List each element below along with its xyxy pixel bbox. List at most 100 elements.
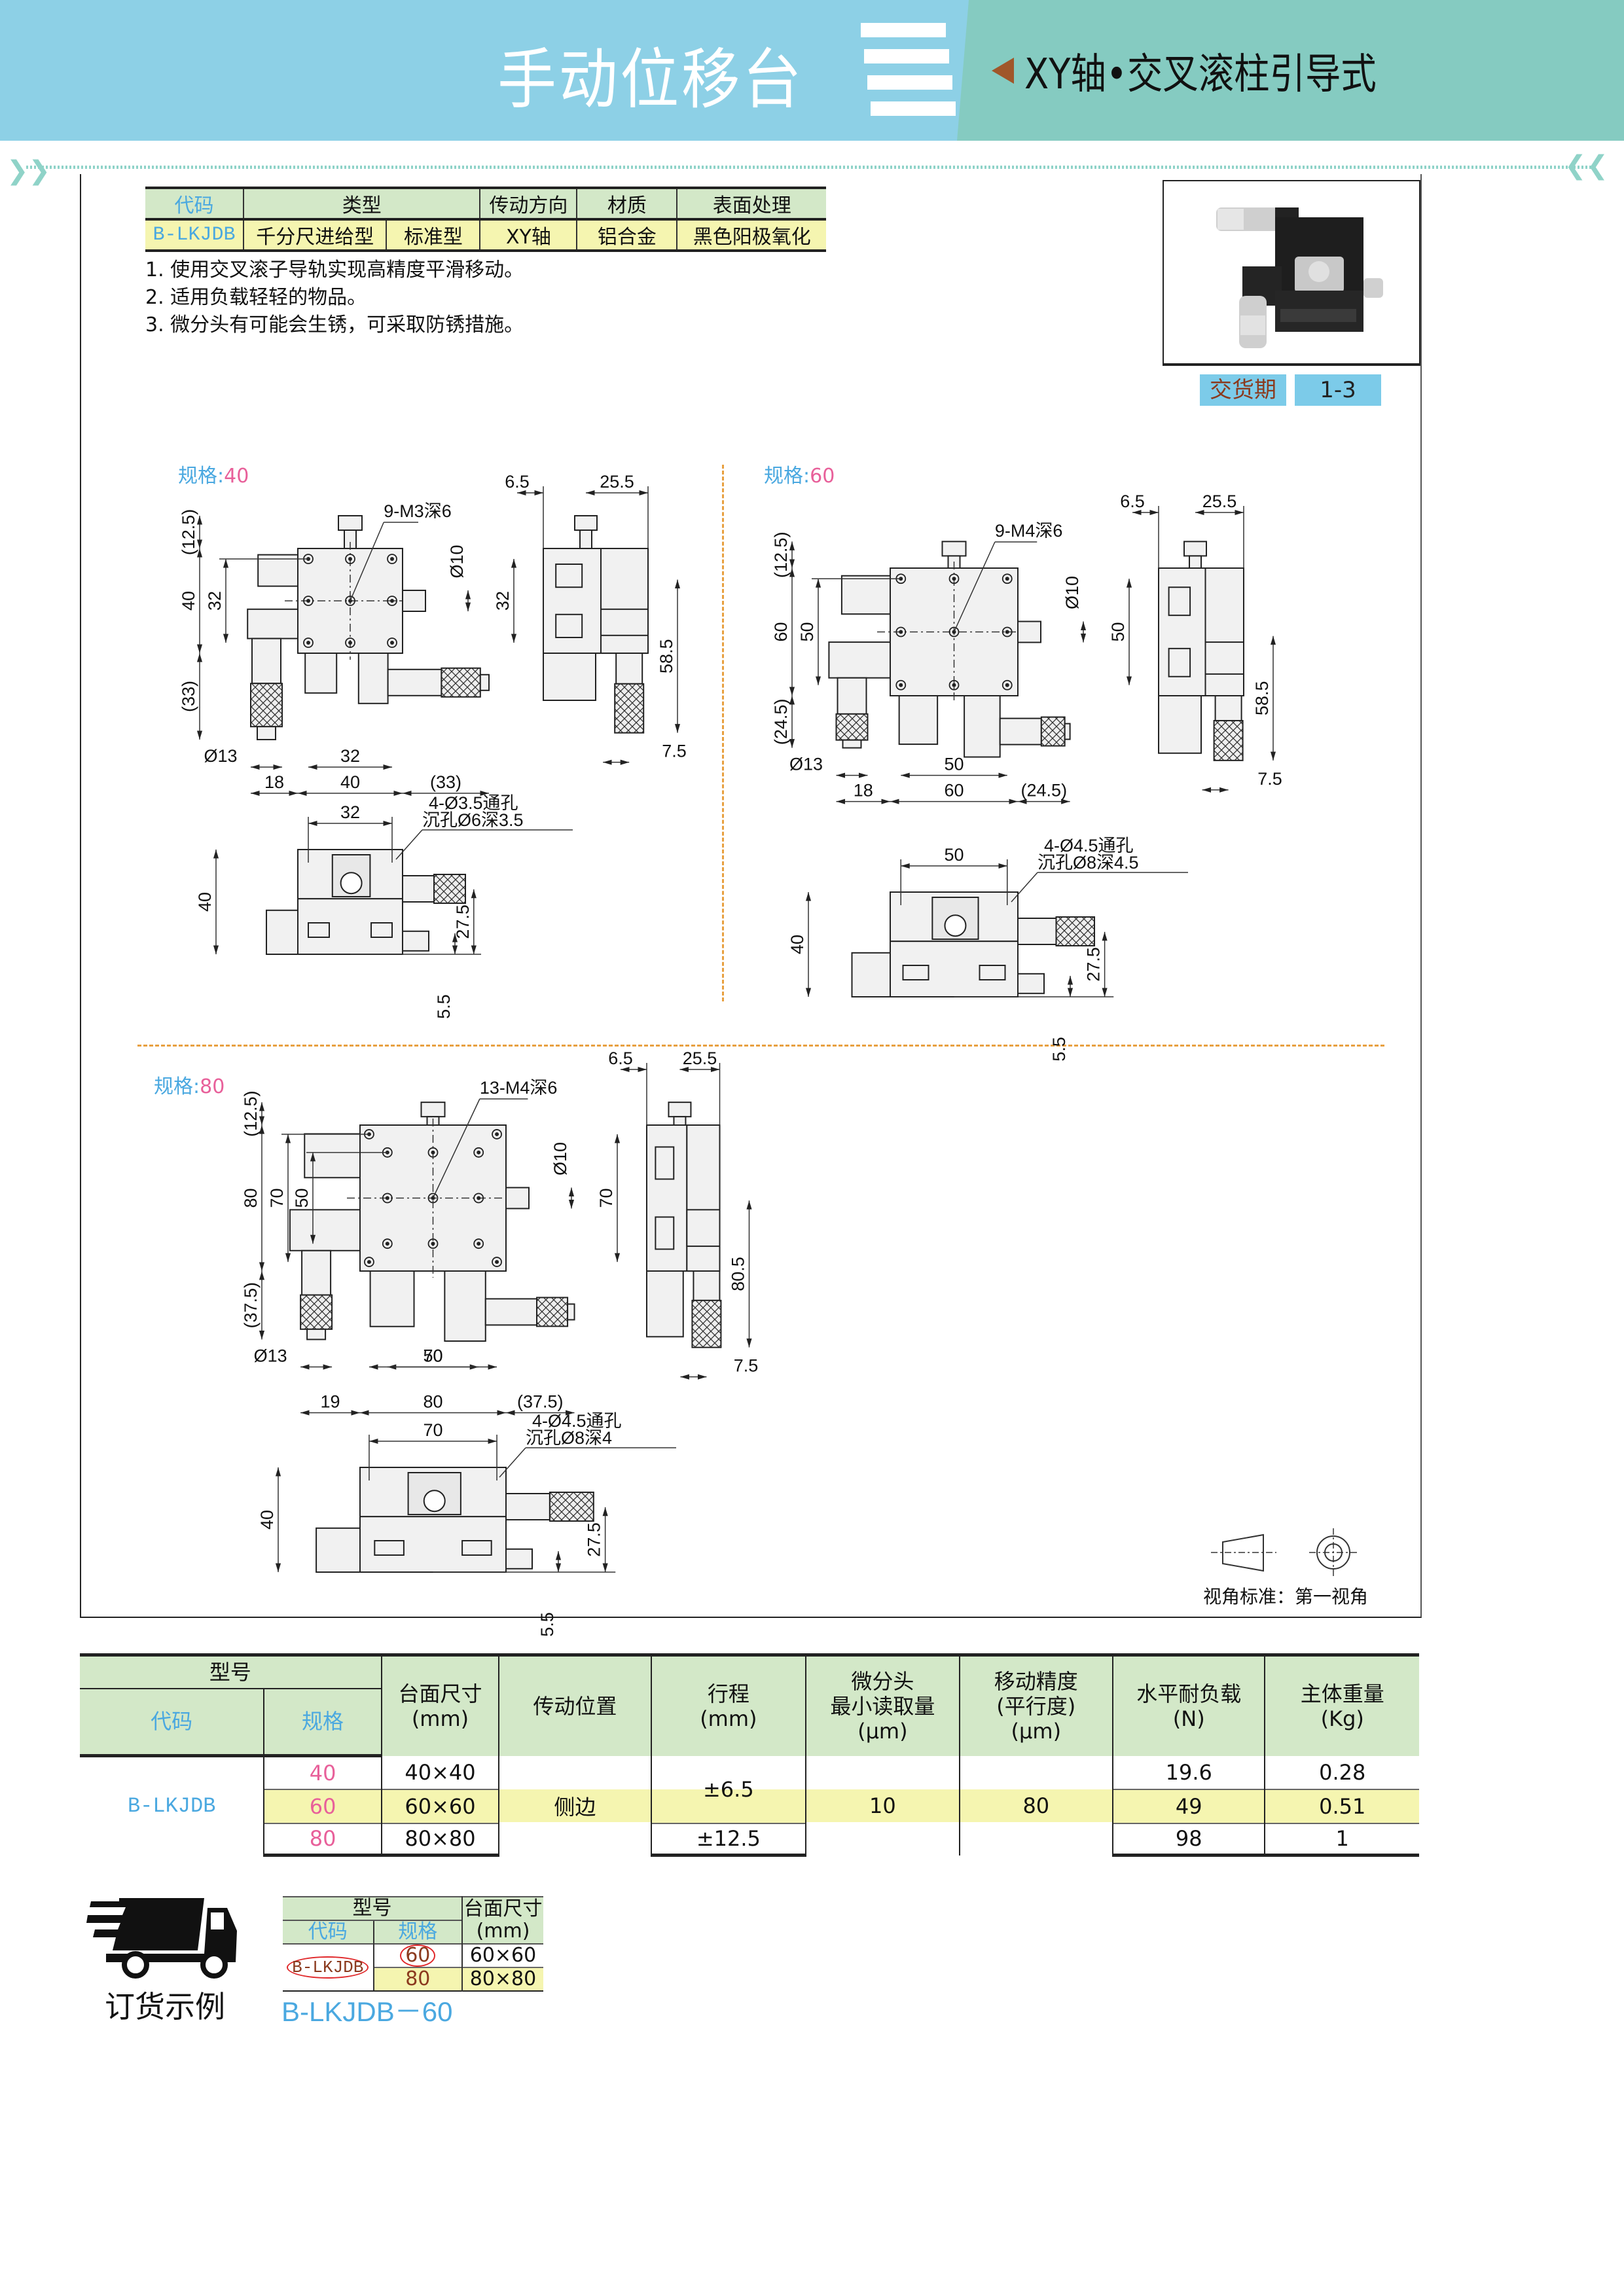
header-accuracy: 移动精度(平行度)(μm) <box>958 1653 1113 1756</box>
x-micrometer-barrel <box>387 668 442 696</box>
order-size: 80 <box>372 1967 462 1991</box>
mounting-hole <box>473 1147 484 1158</box>
table-size: 60×60 <box>380 1788 499 1823</box>
mounting-hole <box>387 637 397 648</box>
spec-header-type: 类型 <box>242 187 480 221</box>
micrometer-cap <box>567 1303 575 1321</box>
model-code: B-LKJDB <box>127 1794 216 1819</box>
dimension-label: 18 <box>264 772 284 792</box>
front-side-block <box>851 952 891 998</box>
dimension-label: 70 <box>267 1188 287 1208</box>
mounting-hole <box>952 577 956 581</box>
mounting-hole <box>431 1242 435 1246</box>
mounting-hole <box>473 1238 484 1249</box>
mounting-hole <box>1005 577 1009 581</box>
y-bracket <box>257 554 299 587</box>
mounting-hole <box>390 641 394 645</box>
roller-cage <box>555 564 583 588</box>
side-micrometer-barrel <box>693 1270 721 1301</box>
mounting-hole <box>390 557 394 561</box>
roller-cage <box>979 965 1006 980</box>
micrometer-cap <box>479 673 490 691</box>
dimension-label: (37.5) <box>517 1392 564 1412</box>
spec-type-feed: 千分尺进给型 <box>242 219 387 252</box>
dimension-label: 7.5 <box>734 1356 759 1376</box>
spec-header-material: 材质 <box>576 187 677 221</box>
dimension-label: (33) <box>179 681 198 712</box>
dimension-label: 6.5 <box>608 1049 633 1068</box>
order-header-code: 代码 <box>283 1920 374 1944</box>
mounting-hole <box>382 1193 393 1204</box>
mounting-hole <box>1001 573 1013 584</box>
page-title: 手动位移台 <box>497 41 804 118</box>
mounting-hole <box>899 630 903 634</box>
model-size: 40 <box>263 1755 382 1789</box>
feature-item: 3. 微分头有可能会生锈，可采取防锈措施。 <box>145 314 524 336</box>
dimension-label: (24.5) <box>1021 781 1068 800</box>
micrometer-thimble <box>433 874 466 904</box>
mounting-hole <box>431 1150 435 1155</box>
dimension-label: 32 <box>340 802 360 822</box>
order-header-table-size: 台面尺寸(mm) <box>461 1897 543 1944</box>
micrometer-cap <box>306 1328 327 1340</box>
x-clamp-block <box>444 1270 486 1342</box>
drive-position: 侧边 <box>498 1755 651 1856</box>
order-code: B-LKJDB <box>283 1944 374 1992</box>
hole-callout: 4-Ø3.5通孔 <box>429 793 518 813</box>
side-lower-block <box>1158 695 1202 754</box>
dimension-label: 25.5 <box>600 472 634 492</box>
mounting-hole <box>387 596 397 606</box>
model-size: 60 <box>263 1788 382 1823</box>
micrometer-thimble <box>441 667 481 698</box>
dimension-label: (37.5) <box>241 1282 261 1329</box>
mounting-hole <box>952 683 956 687</box>
stroke-large: ±12.5 <box>650 1822 806 1857</box>
order-header-model: 型号 <box>283 1897 462 1920</box>
dimension-label: 5.5 <box>1049 1037 1069 1062</box>
dimension-label: 5.5 <box>537 1612 557 1637</box>
x-clamp-block <box>357 653 389 704</box>
mounting-hole <box>303 596 314 606</box>
mounting-hole <box>427 1238 439 1249</box>
mounting-hole <box>1005 683 1009 687</box>
dimension-label: 40 <box>195 892 215 912</box>
x-micrometer-barrel <box>402 875 435 903</box>
knob-stem <box>579 529 592 549</box>
table-size: 80×80 <box>380 1822 499 1857</box>
dimension-line <box>432 1098 480 1198</box>
adjust-knob <box>668 1102 692 1118</box>
first-angle-projection-icon <box>1211 1528 1358 1577</box>
micrometer-thimble <box>1040 716 1066 747</box>
dimension-label: 18 <box>854 781 873 800</box>
micrometer-cap <box>1064 723 1071 740</box>
model-table: 型号 台面尺寸(mm) 传动位置 行程(mm) 微分头最小读取量(μm) 移动精… <box>80 1653 1419 1857</box>
weight: 0.28 <box>1264 1755 1419 1789</box>
x-micrometer-barrel <box>505 1493 550 1520</box>
mounting-hole <box>367 1260 371 1265</box>
dimension-label: 60 <box>771 622 791 641</box>
counterbore-callout: 沉孔Ø8深4 <box>526 1428 612 1448</box>
y-micrometer-barrel <box>837 677 867 715</box>
side-lock-knob <box>1017 620 1041 643</box>
section-divider-horizontal <box>137 1045 1384 1047</box>
roller-cage <box>555 613 583 638</box>
dimension-label: 27.5 <box>585 1522 604 1557</box>
mounting-hole <box>1001 679 1013 691</box>
header-load: 水平耐负载(N) <box>1112 1653 1265 1756</box>
dimension-label: 7.5 <box>1257 769 1282 789</box>
dimension-label: 50 <box>944 845 964 865</box>
dimension-label: (24.5) <box>771 699 791 745</box>
side-base <box>1204 567 1244 696</box>
dimension-label: 70 <box>423 1420 442 1440</box>
dimension-label: 50 <box>1108 622 1128 641</box>
dimension-label: 6.5 <box>505 472 530 492</box>
header-size: 规格 <box>263 1687 382 1757</box>
x-clamp-block <box>964 695 1001 758</box>
accuracy: 80 <box>958 1755 1113 1856</box>
dimension-label: 5.5 <box>434 994 454 1019</box>
spec-header-code: 代码 <box>145 187 244 221</box>
dimension-label: 27.5 <box>453 905 473 939</box>
dimension-label: 25.5 <box>1202 492 1237 511</box>
mounting-hole <box>345 554 355 564</box>
